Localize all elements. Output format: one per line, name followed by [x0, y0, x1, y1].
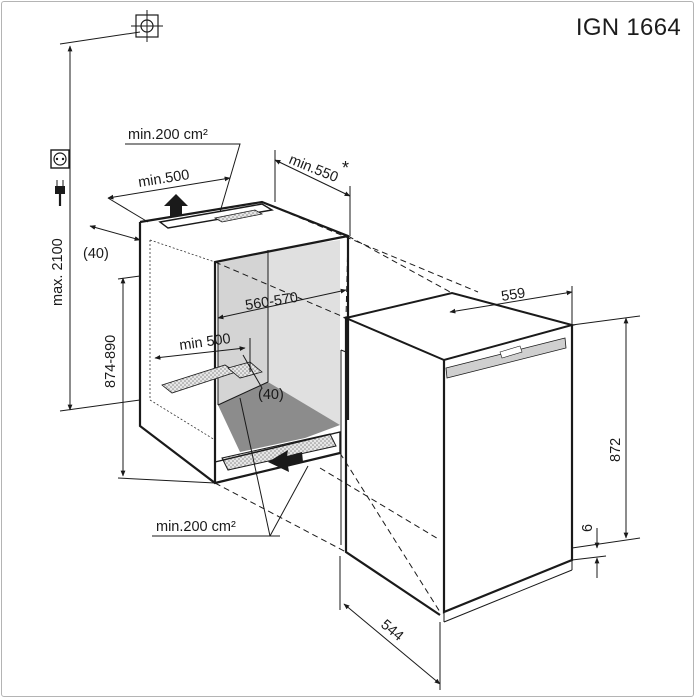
air-in-arrow-head — [268, 450, 303, 472]
plug-icon — [55, 180, 65, 206]
niche-height-label: 874-890 — [103, 335, 119, 388]
asterisk-label: * — [342, 158, 349, 178]
bottom-vent-label: min.200 cm² — [156, 519, 236, 535]
top-vent-label: min.200 cm² — [128, 127, 208, 143]
dimension-lines — [59, 31, 641, 690]
model-number: IGN 1664 — [575, 14, 681, 41]
gap-top-label: (40) — [83, 246, 109, 262]
crosshair-icon — [131, 10, 163, 42]
appliance-width-label: 559 — [500, 285, 526, 305]
air-out-arrow — [164, 194, 188, 216]
bottom-depth-label: min 500 — [178, 331, 231, 354]
appliance-depth-label: 544 — [377, 617, 406, 645]
niche-cabinet — [138, 200, 350, 485]
appliance-height-label: 872 — [608, 438, 624, 462]
top-depth-label: min.500 — [137, 167, 190, 191]
extension-lines — [214, 201, 479, 613]
gap-bottom-label: (40) — [258, 387, 284, 403]
appliance — [340, 291, 576, 623]
socket-icon — [50, 149, 70, 169]
plinth-label: 6 — [580, 524, 596, 532]
max-height-label: max. 2100 — [50, 238, 66, 306]
depth-min-label: min.550 — [287, 152, 341, 186]
